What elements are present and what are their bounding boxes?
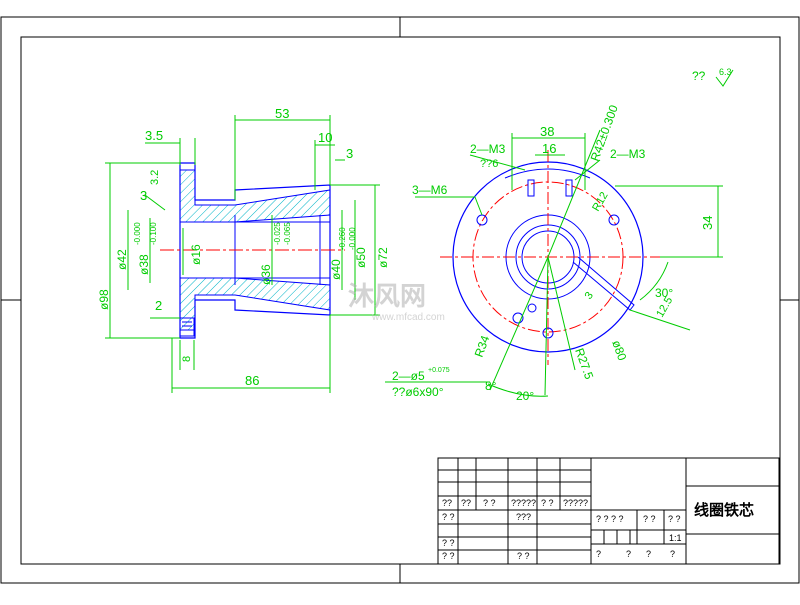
dim-dia72: ø72 [376, 247, 390, 268]
dim-r34: R34 [472, 333, 493, 359]
dim-dia38-tol-up: -0.000 [133, 222, 142, 245]
tb-r1-c1: ?? [442, 498, 452, 508]
watermark-brand: 沐风网 [348, 281, 426, 311]
watermark-url: www.mfcad.com [371, 312, 445, 323]
dim-hole-spec: 2—ø5 [392, 369, 425, 383]
side-dimension-labels: 38 16 R42±0.300 2—M3 ??6 2—M3 3—M6 R12 3… [392, 103, 715, 403]
front-dimension-labels: 53 10 3 3.5 3.2 3 ø42 ø38 -0.000 -0.100 … [97, 106, 390, 388]
key-slot [572, 256, 635, 311]
dim-53: 53 [275, 106, 289, 121]
dim-dia98: ø98 [97, 289, 111, 310]
tb-r1-c4: ????? [511, 498, 536, 508]
side-dimensions [385, 129, 723, 397]
dim-dia80: ø80 [609, 338, 629, 363]
dim-8: 8 [181, 356, 193, 362]
tb-right-1: ? ? ? ? [596, 514, 624, 524]
dim-dia40-tol-dn: -0.000 [348, 227, 357, 250]
scale-label: 1:1 [669, 533, 682, 543]
side-view [440, 150, 660, 365]
dim-3-2: 3.2 [149, 170, 161, 185]
drawing-title: 线圈铁芯 [694, 501, 754, 519]
dim-dia38: ø38 [137, 254, 151, 275]
front-section-view [160, 162, 345, 339]
hole-5-a [512, 312, 524, 324]
dim-3-left: 3 [140, 188, 147, 203]
dim-dia42: ø42 [115, 249, 129, 270]
tb-bottom-3: ? [646, 549, 651, 559]
dim-r27-5: R27.5 [572, 346, 596, 381]
dim-dia36-tol-dn: -0.065 [283, 222, 292, 245]
roughness-prefix: ?? [692, 69, 706, 83]
dim-r12: R12 [590, 190, 610, 213]
tb-bottom-2: ? [626, 549, 631, 559]
section-hatch-upper [179, 169, 331, 223]
title-block-text: ?? ?? ? ? ????? ? ? ????? ? ? ??? ? ? ? … [442, 498, 754, 561]
dim-34: 34 [700, 216, 715, 230]
tb-bottom-1: ? [596, 549, 601, 559]
dim-2: 2 [155, 298, 162, 313]
tb-right-3: ? ? [668, 514, 681, 524]
dim-8deg: 8° [485, 379, 497, 393]
dim-16: 16 [542, 141, 556, 156]
roughness-value: 6.3 [719, 67, 732, 77]
m6-hole-right [608, 214, 620, 226]
dim-dia40: ø40 [329, 259, 343, 280]
dim-dia50: ø50 [354, 247, 368, 268]
tb-bottom-4: ? [670, 549, 675, 559]
dim-hole-spec2: ??ø6x90° [392, 385, 444, 399]
tb-r1-c2: ?? [461, 498, 471, 508]
tb-r3-c1: ? ? [442, 538, 455, 548]
m6-hole-bottom [542, 327, 554, 339]
dim-m3-left: 2—M3 [470, 142, 506, 156]
dim-10: 10 [318, 130, 332, 145]
tb-r1-c5: ? ? [541, 498, 554, 508]
dim-3-5: 3.5 [145, 128, 163, 143]
front-dimensions [105, 115, 380, 393]
dim-38: 38 [540, 124, 554, 139]
watermark: 沐风网 www.mfcad.com [348, 281, 445, 323]
dim-m3-right: 2—M3 [610, 147, 646, 161]
dim-dia40-tol-up: -0.260 [338, 227, 347, 250]
tb-r4-c1: ? ? [442, 551, 455, 561]
dim-dia36: ø36 [259, 264, 273, 285]
tb-r1-c6: ????? [563, 498, 588, 508]
dim-m3-left-sub: ??6 [480, 158, 498, 170]
hole-5-b [527, 303, 537, 313]
dim-m6: 3—M6 [412, 183, 448, 197]
tb-r2-c1: ? ? [442, 512, 455, 522]
section-hatch-lower [179, 277, 331, 331]
dim-dia16: ø16 [189, 244, 203, 265]
dim-30deg: 30° [655, 286, 673, 300]
dim-dia38-tol-dn: -0.100 [149, 222, 158, 245]
tb-r4-c2: ? ? [517, 551, 530, 561]
dim-3-side: 3 [583, 290, 596, 302]
dim-dia36-tol-up: -0.025 [273, 222, 282, 245]
dim-hole-tol: +0.075 [428, 367, 450, 374]
m3-slot-left [527, 179, 535, 197]
title-block [437, 457, 780, 565]
dim-3-right: 3 [346, 146, 353, 161]
tapped-hole [179, 317, 195, 337]
dim-86: 86 [245, 373, 259, 388]
tb-right-2: ? ? [643, 514, 656, 524]
sheet-frame [0, 16, 800, 584]
m6-hole-left [476, 214, 488, 226]
dim-20deg: 20° [516, 389, 534, 403]
roughness-symbol: ?? 6.3 [692, 67, 734, 87]
m3-slot-right [565, 179, 573, 197]
tb-r1-c3: ? ? [483, 498, 496, 508]
tb-r2-c2: ??? [516, 512, 531, 522]
